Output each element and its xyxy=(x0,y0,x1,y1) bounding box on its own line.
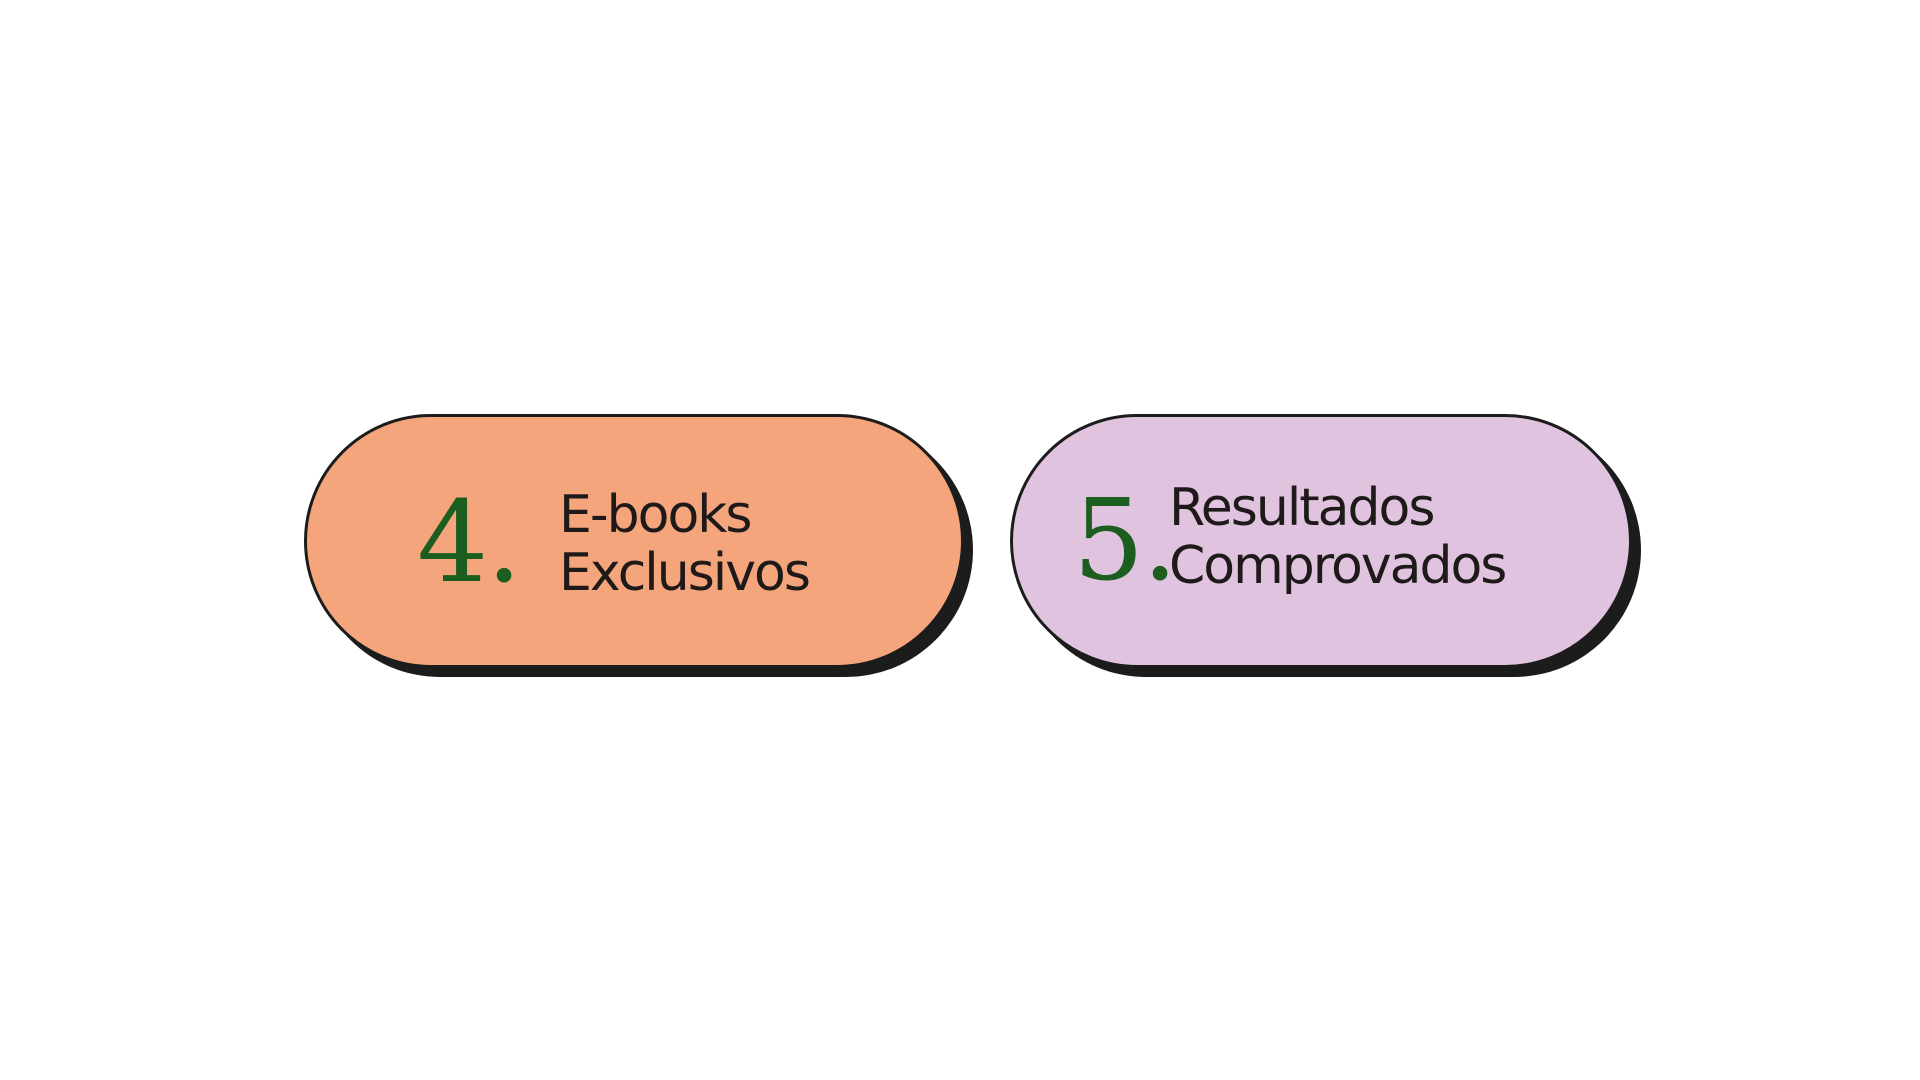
feature-card-label-line-2: Exclusivos xyxy=(559,543,811,603)
feature-card-label: E-books Exclusivos xyxy=(559,485,811,603)
feature-card-label-line-1: E-books xyxy=(559,485,752,545)
feature-card-label-line-1: Resultados xyxy=(1169,478,1435,538)
feature-card-number: 4. xyxy=(417,478,522,608)
feature-card-results: 5. Resultados Comprovados xyxy=(1010,414,1632,668)
feature-card-label: Resultados Comprovados xyxy=(1169,478,1507,596)
feature-card-label-line-2: Comprovados xyxy=(1169,536,1507,596)
feature-card-number: 5. xyxy=(1073,476,1178,606)
feature-card-ebooks: 4. E-books Exclusivos xyxy=(304,414,964,668)
